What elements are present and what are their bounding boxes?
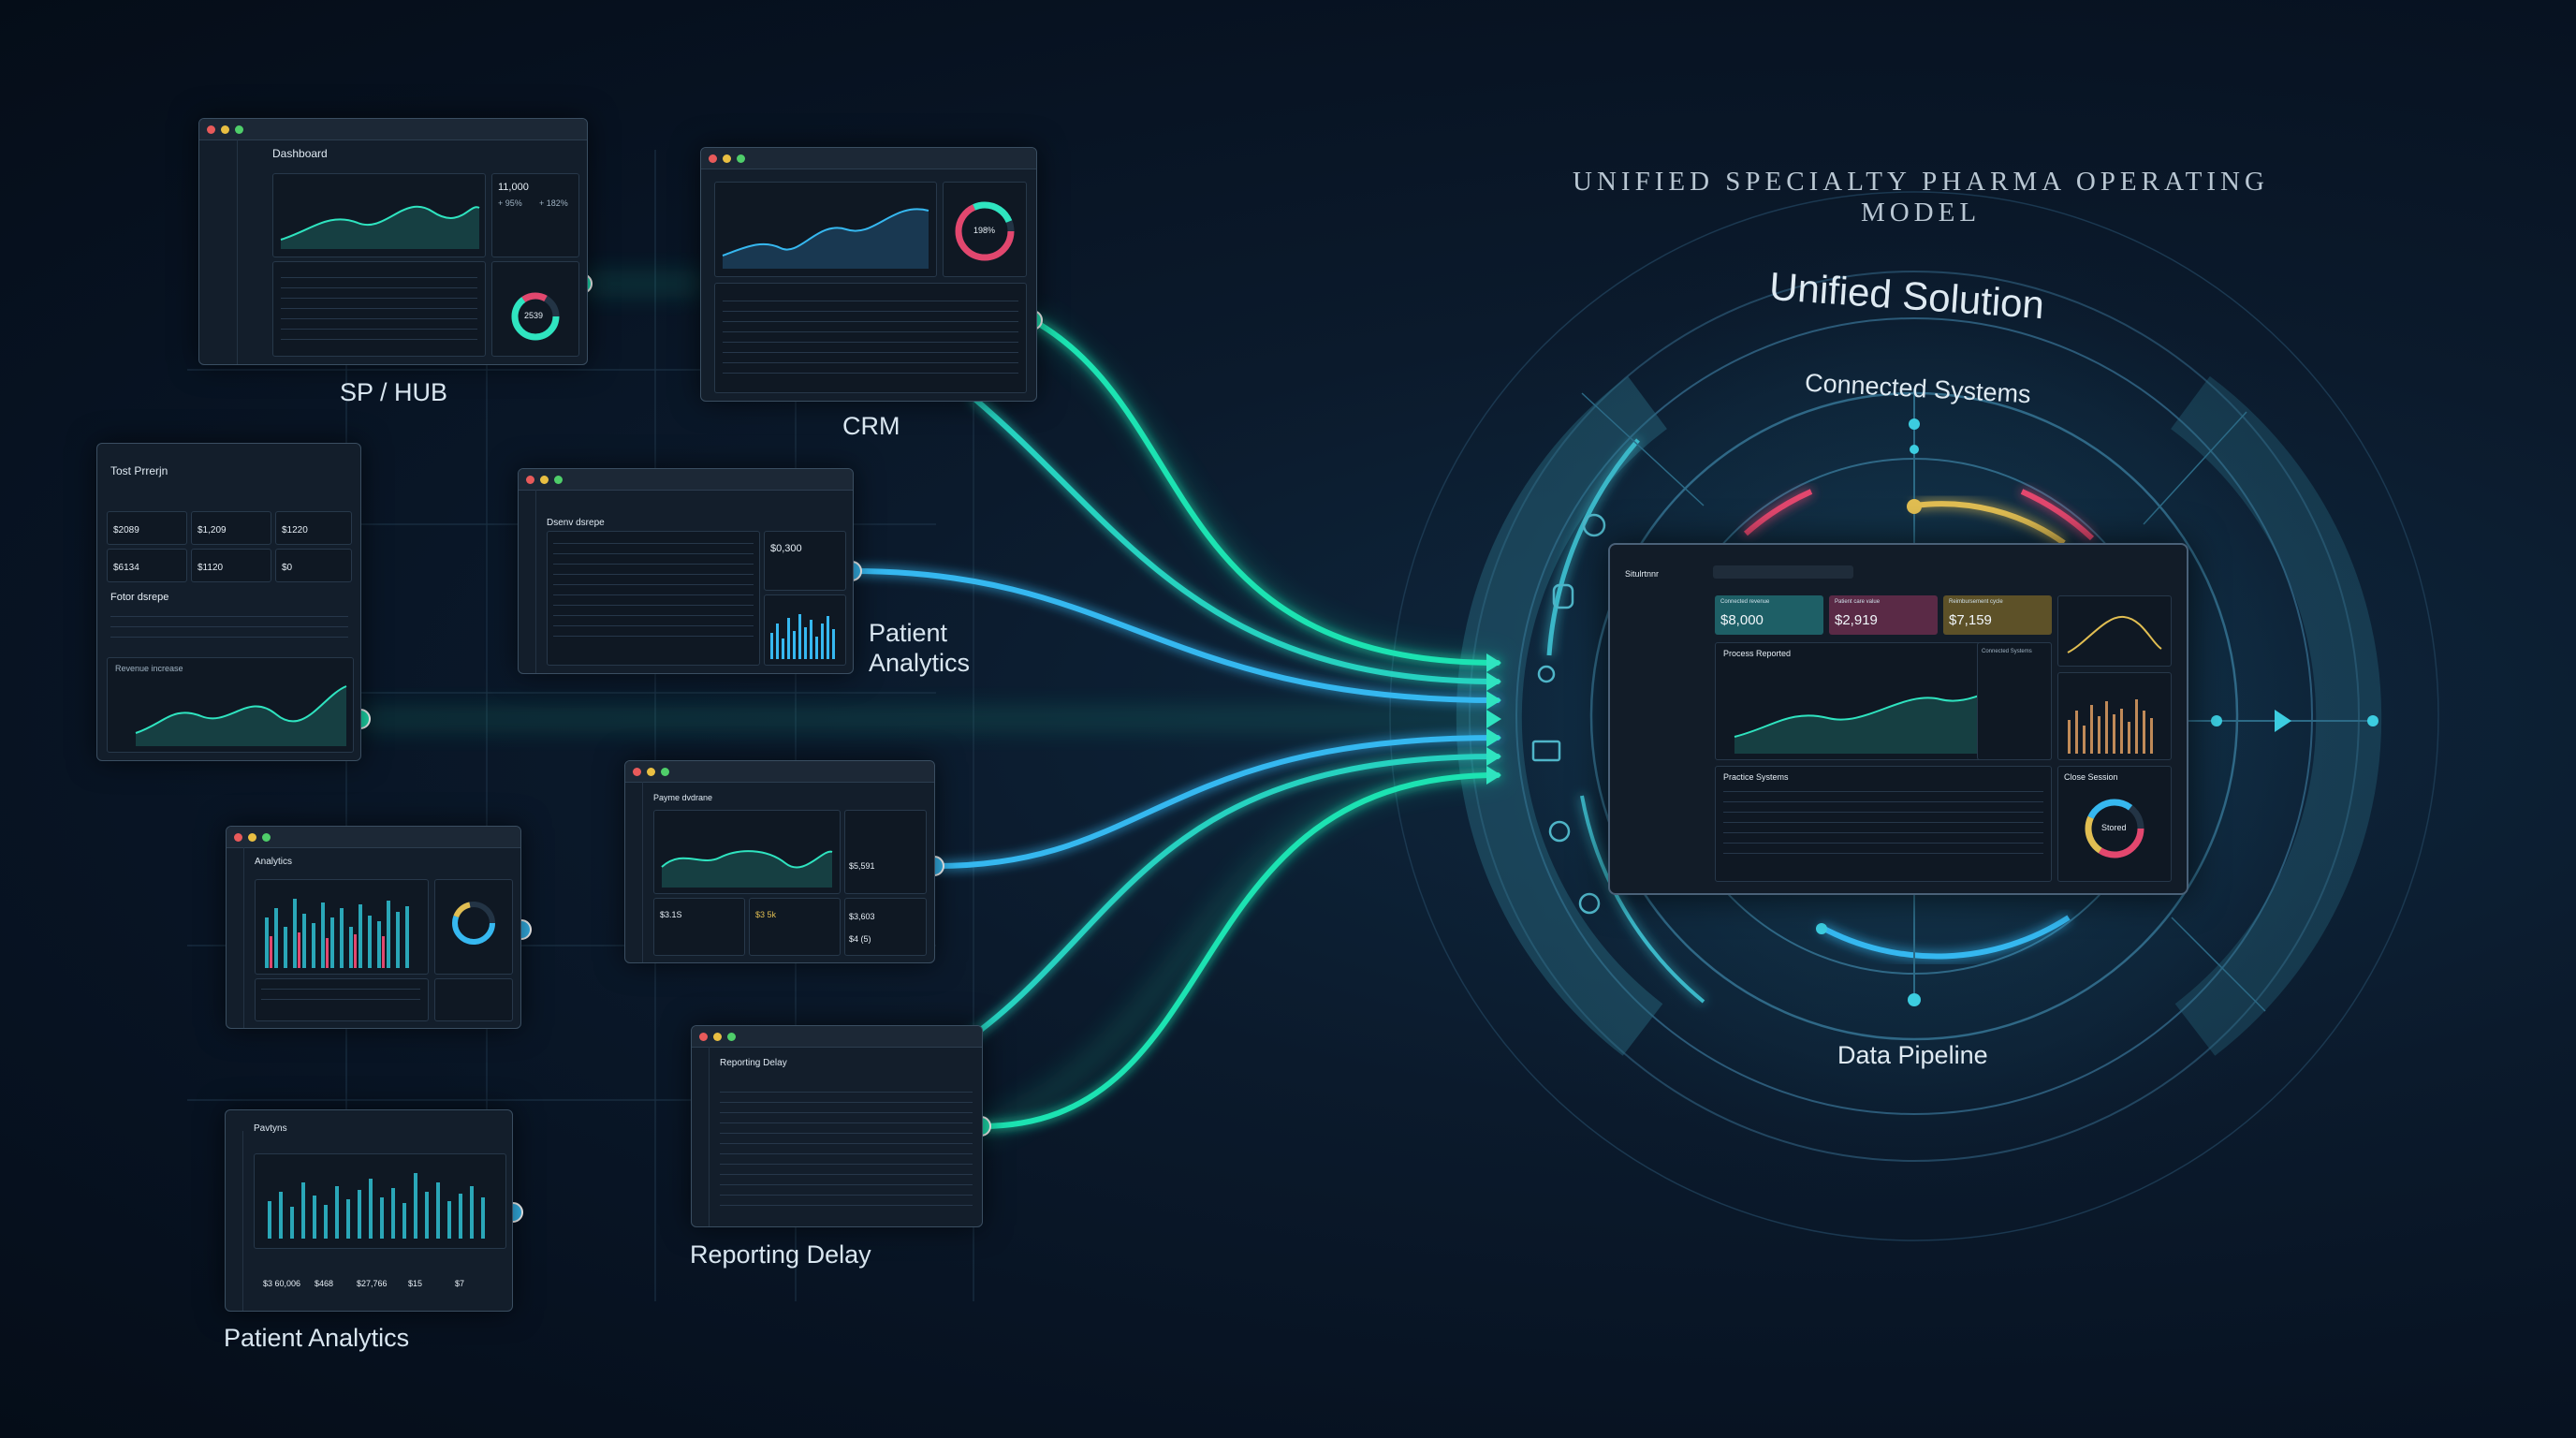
stat-value: $0,300 [770,543,802,554]
window-sidebar [519,490,536,673]
list-panel [255,978,429,1021]
chart-panel [714,182,937,277]
flower-icon [1578,892,1601,915]
window-reporting-delay[interactable]: Reporting Delay [691,1025,983,1227]
bars-panel [254,1153,506,1249]
donut-panel [434,879,513,975]
dashboard-brand: Situlrtnnr [1625,569,1660,579]
center-dashboard[interactable]: Situlrtnnr Connected revenue $8,000 Pati… [1608,543,2188,895]
hub-ring-bottom-label: Data Pipeline [1837,1041,1988,1069]
window-titlebar [625,761,934,783]
dashboard-search[interactable] [1713,565,1853,579]
kpi-6: $0 [275,549,352,582]
window-title: Analytics [255,857,293,867]
kpi-2: $1,209 [191,511,271,545]
line-paym [933,735,1500,869]
systems-panel: Connected Systems [1977,642,2052,760]
stat-sub-2: + 182% [539,198,568,208]
practice-panel: Practice Systems [1715,766,2052,882]
window-titlebar [227,827,520,848]
bars-panel [764,594,846,666]
kpi-card-1[interactable]: Connected revenue $8,000 [1715,595,1823,635]
kpi-5: $1120 [191,549,271,582]
label-crm: CRM [842,412,900,440]
ring-nodes [1816,418,2378,1006]
kpi-card-2[interactable]: Patient care value $2,919 [1829,595,1938,635]
chart-panel [653,810,841,894]
people-icon [1537,665,1556,683]
window-crm[interactable]: 198% [700,147,1037,402]
window-sidebar [692,1047,710,1226]
stat-panel: $0,300 [764,531,846,591]
label-patient-analytics-bottom: Patient Analytics [224,1324,410,1352]
window-title: Tost Prrerjn [110,464,168,477]
window-left-mid[interactable]: Tost Prrerjn $2089 $1,209 $1220 $6134 $1… [96,443,361,761]
kpi-4: $6134 [107,549,187,582]
donut-value: 198% [973,226,996,235]
window-analytics-left[interactable]: Analytics [226,826,521,1029]
mini-chart-1: $3.1S [653,898,745,956]
window-title: Dsenv dsrepe [547,518,605,528]
hub-side-icons [1531,513,1606,915]
section-title: Fotor dsrepe [110,592,169,603]
window-sidebar [199,139,238,364]
phone-icon [1548,820,1571,843]
window-paym[interactable]: Payme dvdrane $5,591 $3.1S $3 5k $3,603 … [624,760,935,963]
section-rows [110,616,348,647]
table-panel [547,531,760,666]
window-patient-mid[interactable]: Dsenv dsrepe $0,300 [518,468,854,674]
mini-line-panel [2057,595,2172,667]
gear-icon [1582,513,1606,537]
kpi-3: $1220 [275,511,352,545]
connection-lines [356,279,1502,1215]
table-panel [272,261,486,357]
window-titlebar [692,1026,982,1048]
kpi-1: $2089 [107,511,187,545]
window-title: Dashboard [272,147,328,160]
kpi-card-3[interactable]: Reimbursement cycle $7,159 [1943,595,2052,635]
window-title: Reporting Delay [720,1058,787,1068]
stat-sub-1: + 95% [498,198,522,208]
chart-panel: Revenue increase [107,657,354,753]
window-sidebar [226,1131,243,1311]
window-titlebar [519,469,853,491]
window-patient-bottom[interactable]: Pavtyns $3 60,006 $468 $27,766 $15 $7 [225,1109,513,1312]
line-crm-1 [1030,317,1500,666]
donut-value: Stored [2101,823,2127,832]
line-patient-mid [849,568,1500,703]
donut-value: 2539 [524,311,544,320]
window-title: Payme dvdrane [653,793,713,802]
bars-panel [255,879,429,975]
arrow-heads [1486,653,1501,785]
mini-chart-2: $3 5k [749,898,841,956]
diagram-heading: UNIFIED SPECIALTY PHARMA OPERATING MODEL [1573,167,2269,227]
table-rows [720,1092,973,1215]
label-sp-hub: SP / HUB [340,378,448,406]
bars-panel [2057,672,2172,760]
mini-bars-panel [434,978,513,1021]
window-sidebar [625,782,643,962]
label-patient-analytics-mid: Patient Analytics [869,619,971,677]
mini-stat: $3,603 $4 (5) [844,898,927,956]
window-titlebar [199,119,587,140]
session-panel: Close Session Stored [2057,766,2172,882]
window-sp-hub[interactable]: Dashboard 11,000 + 95% + 182% 2539 [198,118,588,365]
window-title: Pavtyns [254,1123,287,1134]
line-crm-2 [971,395,1500,684]
stat-panel: 11,000 + 95% + 182% [491,173,579,257]
card-icon [1531,740,1561,762]
window-sidebar [227,847,244,1028]
donut-panel: 2539 [491,261,579,357]
database-icon [1552,583,1574,609]
donut-panel: 198% [943,182,1027,277]
window-titlebar [701,148,1036,169]
label-reporting-delay: Reporting Delay [690,1240,871,1269]
stat-value: 11,000 [498,182,529,193]
stat-panel: $5,591 [844,810,927,894]
table-panel [714,283,1027,393]
line-reporting-upper [952,754,1500,1051]
chart-panel [272,173,486,257]
line-reporting [978,772,1500,1129]
